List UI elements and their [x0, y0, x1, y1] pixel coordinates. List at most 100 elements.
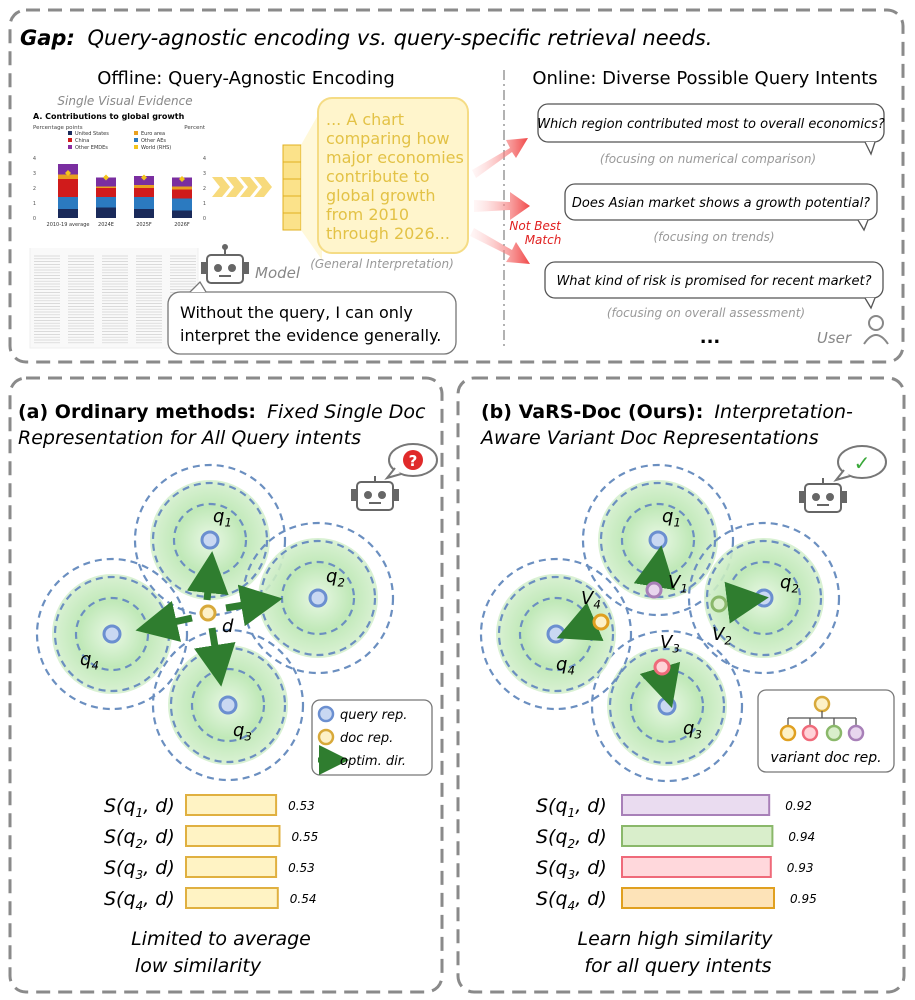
- variant-v2-label: V2: [712, 624, 732, 648]
- mini-y-tick-right: 0: [203, 216, 206, 222]
- query-label: q3: [233, 720, 252, 744]
- score-bar: [621, 794, 771, 816]
- arrow-to-q2: [225, 584, 283, 627]
- mini-y-tick: 0: [33, 216, 36, 222]
- query-bubble-3: What kind of risk is promised for recent…: [544, 261, 884, 310]
- score-value: 0.95: [790, 892, 817, 906]
- variant-v4-label: V4: [581, 588, 601, 612]
- mini-bar-segment: [96, 186, 116, 188]
- score-label: S(q1, d): [104, 795, 175, 820]
- arrow-v4-q4: [556, 602, 604, 642]
- user-icon: [863, 315, 889, 345]
- query-3-focus: (focusing on overall assessment): [607, 306, 805, 320]
- score-bar: [621, 825, 774, 847]
- query-bubble-2: Does Asian market shows a growth potenti…: [564, 183, 878, 232]
- mini-y-tick-right: 1: [203, 201, 206, 207]
- left-legend: query rep. doc rep. optim. dir.: [311, 699, 433, 776]
- svg-text:Does Asian market shows a grow: Does Asian market shows a growth potenti…: [572, 196, 870, 211]
- variant-v3: [653, 658, 671, 676]
- variant-v1: [645, 581, 663, 599]
- interpretation-box: [317, 97, 469, 254]
- mini-legend-label: Other EMDEs: [75, 145, 108, 151]
- left-title-line-2: Representation for All Query intents: [18, 427, 361, 449]
- general-interpretation-label: (General Interpretation): [310, 257, 454, 271]
- score-bar: [185, 887, 279, 909]
- model-label: Model: [255, 264, 301, 282]
- score-value: 0.94: [788, 830, 815, 844]
- score-bar: [621, 887, 775, 909]
- mini-world-marker: [179, 176, 185, 182]
- mini-legend-swatch: [134, 138, 138, 142]
- mini-bar-segment: [172, 189, 192, 199]
- mini-chart: A. Contributions to global growth Percen…: [28, 108, 208, 248]
- mini-bar-segment: [96, 177, 116, 187]
- score-value: 0.53: [288, 799, 315, 813]
- score-bar: [185, 825, 281, 847]
- score-bar: [185, 856, 278, 878]
- right-title-line-2: Aware Variant Doc Representations: [479, 427, 819, 449]
- score-value: 0.55: [292, 830, 319, 844]
- question-mark-icon: ?: [409, 452, 418, 470]
- mini-y-tick: 1: [33, 201, 36, 207]
- score-label: S(q1, d): [536, 795, 607, 820]
- robot-check-icon: [799, 445, 887, 513]
- mini-legend-swatch: [68, 131, 72, 135]
- arrow-to-q3: [193, 627, 236, 687]
- chevron-arrows-icon: [212, 177, 272, 197]
- score-label: S(q2, d): [536, 826, 607, 851]
- svg-text:What kind of risk is promised: What kind of risk is promised for recent…: [556, 274, 871, 289]
- model-speech-bubble: Without the query, I can only interpret …: [167, 280, 457, 355]
- cluster-q1: q1: [133, 463, 287, 617]
- right-title-line-1: (b) VaRS-Doc (Ours): Interpretation-: [481, 401, 853, 423]
- right-legend: variant doc rep.: [757, 689, 895, 773]
- offline-title: Offline: Query-Agnostic Encoding: [97, 68, 395, 89]
- cluster-q1: q1: [581, 463, 735, 617]
- mini-world-marker: [65, 170, 71, 176]
- query-bubble-1: Which region contributed most to overall…: [537, 103, 885, 156]
- mini-x-tick: 2026F: [174, 222, 190, 228]
- right-score-bars: S(q1, d)0.92S(q2, d)0.94S(q3, d)0.93S(q4…: [536, 794, 817, 913]
- mini-chart-title: A. Contributions to global growth: [33, 112, 185, 121]
- svg-text:query rep.: query rep.: [340, 708, 407, 723]
- mini-y-tick-right: 4: [203, 156, 206, 162]
- arrow-v2-q2: [724, 581, 769, 624]
- score-label: S(q4, d): [536, 888, 607, 913]
- mini-bar-segment: [96, 188, 116, 197]
- variant-v2: [710, 595, 728, 613]
- query-node: [218, 695, 238, 715]
- arrow-v1-q1: [633, 545, 676, 591]
- mini-chart-left-unit: Percentage points: [33, 125, 83, 131]
- score-label: S(q3, d): [104, 857, 175, 882]
- mini-y-tick: 2: [33, 186, 36, 192]
- mini-y-tick: 4: [33, 156, 36, 162]
- mini-y-tick-right: 2: [203, 186, 206, 192]
- query-label: q1: [213, 506, 232, 530]
- mini-bar-segment: [172, 186, 192, 190]
- query-label: q4: [80, 649, 99, 673]
- mini-y-tick-right: 3: [203, 171, 206, 177]
- red-arrows: [470, 138, 530, 264]
- query-2-focus: (focusing on trends): [653, 230, 774, 244]
- gap-label: Gap:: [20, 26, 75, 50]
- mini-world-marker: [103, 174, 109, 181]
- score-label: S(q2, d): [104, 826, 175, 851]
- left-title-line-1: (a) Ordinary methods: Fixed Single Doc: [18, 401, 426, 423]
- gap-text: Query-agnostic encoding vs. query-specif…: [88, 26, 713, 50]
- query-label: q2: [326, 566, 345, 590]
- mini-legend-label: United States: [75, 131, 109, 137]
- score-value: 0.53: [288, 861, 315, 875]
- mini-legend-label: China: [75, 138, 89, 144]
- arrow-to-q4: [135, 600, 193, 642]
- cluster-q4: q4: [479, 557, 633, 711]
- mini-bar-segment: [58, 197, 78, 209]
- mini-bar-segment: [96, 197, 116, 208]
- robot-icon: [201, 244, 249, 284]
- query-node: [648, 530, 668, 550]
- variant-v1-label: V1: [668, 572, 688, 596]
- ellipsis: ...: [700, 327, 721, 348]
- not-best-match-label: Not Best Match: [509, 219, 564, 247]
- top-panel-border: [8, 8, 905, 364]
